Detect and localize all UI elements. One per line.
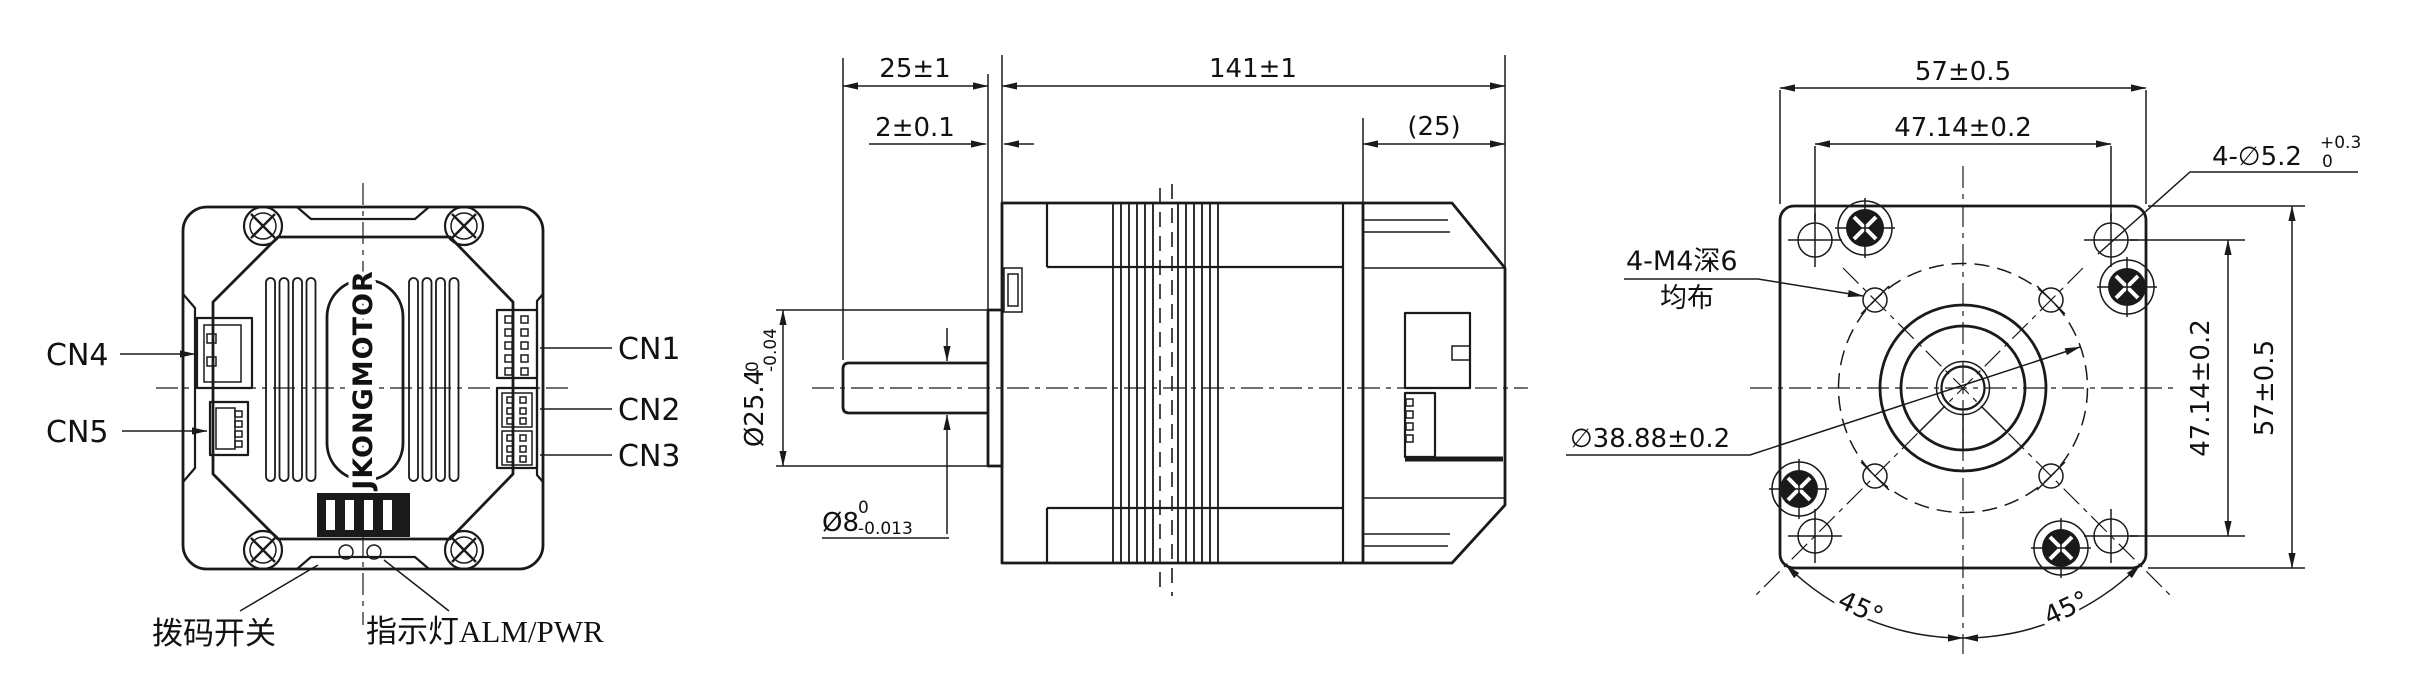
indicator-leader xyxy=(383,559,450,612)
cn1-connector xyxy=(495,308,539,380)
cn1-label: CN1 xyxy=(618,332,680,367)
corner-holes-leader xyxy=(2097,171,2358,255)
cn4-label: CN4 xyxy=(46,338,108,373)
indicator-label: 指示灯ALM/PWR xyxy=(366,614,604,649)
rear-top-extension-lines xyxy=(1779,90,2147,221)
side-extension-lines xyxy=(776,55,1506,467)
dim-boss-dia-group: Ø25.4 0 -0.04 xyxy=(740,328,781,447)
cn5-label: CN5 xyxy=(46,415,108,450)
dim-angle-right: 45° xyxy=(2039,585,2093,632)
front-bottom-recess xyxy=(296,555,430,570)
cn2-label: CN2 xyxy=(618,393,680,428)
dim-boss-dia-lower: -0.04 xyxy=(761,328,781,372)
dim-corner-holes-lower: 0 xyxy=(2322,152,2333,172)
flange-slot-detail xyxy=(1003,267,1023,313)
shaft xyxy=(841,361,988,415)
cn5-connector xyxy=(208,400,250,457)
dim-shaft-dia-lower: -0.013 xyxy=(858,519,913,539)
dim-angle-left: 45° xyxy=(1833,585,1887,632)
dip-switch-label: 拨码开关 xyxy=(152,616,276,651)
dim-width-top: 57±0.5 xyxy=(1915,57,2011,87)
cn4-connector xyxy=(195,316,254,390)
front-chamfered-body xyxy=(211,235,515,541)
dim-bolt-circle: ∅38.88±0.2 xyxy=(1570,424,1730,454)
cn2-cn3-connector xyxy=(495,386,539,470)
dim-corner-holes: 4-∅5.2 xyxy=(2212,142,2302,172)
dim-angle-right-group: 45° xyxy=(2035,581,2097,636)
flange-slot-inner xyxy=(1007,273,1019,307)
led-alm xyxy=(338,544,354,560)
dim-boss-dia-upper: 0 xyxy=(743,361,763,372)
dim-hole-pitch-right: 47.14±0.2 xyxy=(2186,319,2216,457)
dim-height-right: 57±0.5 xyxy=(2250,340,2280,436)
brand-text: JKONGMOTOR xyxy=(348,270,379,491)
housing-screws xyxy=(1769,198,2157,578)
m4-leader xyxy=(1624,278,1864,298)
heatsink-fins xyxy=(265,277,460,482)
front-view: JKONGMOTOR xyxy=(46,183,680,651)
dim-m4-line1: 4-M4深6 xyxy=(1626,246,1738,277)
rear-right-extension-lines xyxy=(2130,205,2305,569)
dim-hole-pitch-right-group: 47.14±0.2 xyxy=(2186,319,2216,457)
cn3-label: CN3 xyxy=(618,439,680,474)
rear-housing-details xyxy=(1363,219,1505,547)
front-housing-outline xyxy=(181,205,545,571)
motor-body xyxy=(1000,201,1365,565)
shaft-bore xyxy=(1940,365,1986,411)
dim-corner-holes-upper: +0.3 xyxy=(2320,133,2361,153)
body-surface-lines xyxy=(1047,265,1343,510)
rear-housing xyxy=(1363,201,1507,565)
dim-angle-left-group: 45° xyxy=(1829,581,1891,636)
side-fins xyxy=(1112,203,1219,563)
m4-holes xyxy=(1860,285,2066,491)
dim-boss-thickness: 2±0.1 xyxy=(875,113,955,143)
dip-switch-leader xyxy=(239,564,319,612)
dim-shaft-length: 25±1 xyxy=(879,54,950,84)
front-top-recess xyxy=(296,206,430,221)
pilot-boss-circle xyxy=(1878,303,2048,473)
dip-switch xyxy=(317,493,410,537)
dim-rear-section: (25) xyxy=(1407,112,1460,142)
dim-shaft-dia-upper: 0 xyxy=(858,498,869,518)
dim-body-length: 141±1 xyxy=(1209,54,1297,84)
bolt-circle-leader xyxy=(1566,346,2081,456)
break-lines xyxy=(1159,184,1173,596)
bolt-circle xyxy=(1837,262,2089,514)
front-left-recess xyxy=(182,293,197,483)
dim-shaft-dia: Ø8 xyxy=(822,508,859,538)
corner-holes xyxy=(1788,213,2138,563)
dim-boss-dia: Ø25.4 xyxy=(740,369,770,447)
side-view: 25±1 141±1 2±0.1 (25) Ø25.4 0 -0.04 Ø8 0… xyxy=(740,54,1528,596)
dim-m4-line2: 均布 xyxy=(1660,283,1714,314)
boss-spokes xyxy=(1918,406,2008,450)
rear-connector-side xyxy=(1403,311,1503,462)
brand-plate xyxy=(325,278,405,482)
rear-view: 57±0.5 47.14±0.2 47.14±0.2 57±0.5 4-∅5.2… xyxy=(1566,57,2361,654)
dim-hole-pitch-top: 47.14±0.2 xyxy=(1894,113,2032,143)
front-corner-screws xyxy=(242,205,485,571)
angle-arc-left xyxy=(1785,564,1964,642)
dim-height-right-group: 57±0.5 xyxy=(2250,340,2280,436)
angle-arc-right xyxy=(1962,564,2141,642)
led-pwr xyxy=(366,544,382,560)
